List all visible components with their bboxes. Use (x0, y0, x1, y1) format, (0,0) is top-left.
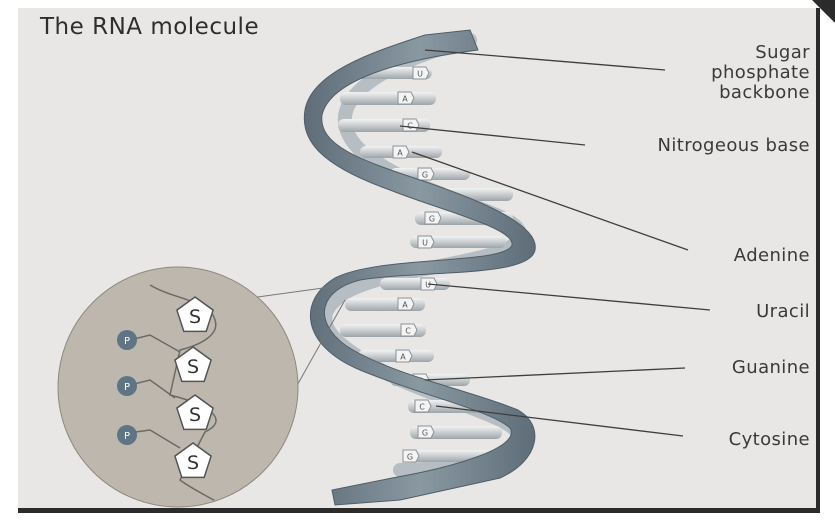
leader-nitrogenous-base (400, 126, 585, 145)
base-marker: A (398, 298, 414, 310)
base-marker: C (403, 119, 419, 131)
label-uracil: Uracil (700, 302, 810, 322)
label-guanine: Guanine (690, 358, 810, 378)
base-marker: U (413, 67, 429, 79)
inset-sugar-label: S (189, 306, 201, 328)
base-letter: G (422, 429, 428, 438)
leader-sugar-phosphate (425, 50, 665, 70)
base-letter: U (417, 70, 423, 79)
base-marker: C (401, 324, 417, 336)
inset-magnifier: S S S S P P P (58, 267, 345, 520)
inset-sugar-label: S (187, 452, 199, 474)
base-letter: U (422, 239, 428, 248)
base-marker: A (398, 92, 414, 104)
inset-phosphate: P (117, 330, 137, 350)
base-letter: A (402, 301, 408, 310)
base-letter: A (400, 353, 406, 362)
inset-phosphate-label: P (124, 431, 130, 442)
base-letter: G (429, 215, 435, 224)
base-marker: A (393, 146, 409, 158)
base-marker: G (425, 212, 441, 224)
label-cytosine: Cytosine (680, 430, 810, 450)
base-marker: A (396, 350, 412, 362)
base-letter: C (419, 403, 425, 412)
base-letter: C (407, 122, 413, 131)
inset-phosphate: P (117, 376, 137, 396)
inset-circle (58, 267, 298, 507)
base-letter: G (407, 453, 413, 462)
base-letter: A (402, 95, 408, 104)
rung (380, 278, 450, 290)
rung (340, 92, 436, 105)
base-marker: G (403, 450, 419, 462)
inset-phosphate-label: P (124, 336, 130, 347)
base-letter: G (422, 171, 428, 180)
base-marker: G (418, 168, 434, 180)
base-letter: C (405, 327, 411, 336)
leader-uracil (428, 284, 710, 310)
base-marker: C (415, 400, 431, 412)
label-sugar-phosphate-backbone: Sugar phosphate backbone (660, 43, 810, 103)
base-marker: U (418, 236, 434, 248)
base-letter: A (397, 149, 403, 158)
inset-phosphate-label: P (124, 382, 130, 393)
base-marker: G (418, 426, 434, 438)
inset-sugar-label: S (189, 404, 201, 426)
label-adenine: Adenine (690, 246, 810, 266)
base-letter: U (425, 281, 431, 290)
label-nitrogenous-base: Nitrogeous base (590, 136, 810, 156)
inset-phosphate: P (117, 425, 137, 445)
inset-sugar-label: S (187, 356, 199, 378)
